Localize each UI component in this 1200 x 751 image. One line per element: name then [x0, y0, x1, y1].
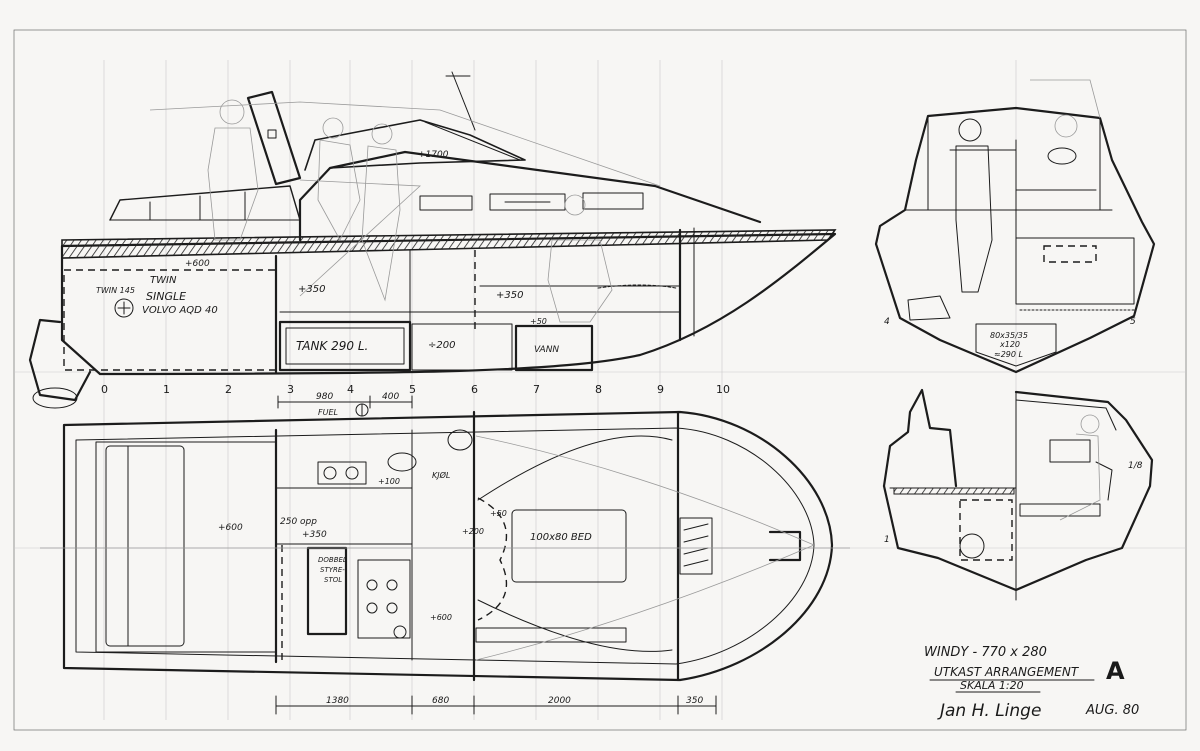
section-num-right: 5: [1130, 317, 1136, 327]
fridge-label: KJØL: [432, 470, 450, 480]
title-block: [929, 679, 1095, 693]
engine-label-single: SINGLE: [146, 290, 186, 303]
engine-model: VOLVO AQD 40: [142, 305, 218, 316]
deck-note: +600: [185, 259, 210, 269]
section-tank-line-1: 80x35/35: [990, 331, 1028, 340]
dim-bottom-1380: 1380: [326, 696, 349, 706]
dinette-label-3: STOL: [324, 576, 342, 584]
sheet-letter: A: [1106, 657, 1125, 685]
cabin-right-note: +350: [496, 290, 523, 301]
seat-note: +350: [302, 530, 327, 540]
station-8: 8: [595, 383, 602, 396]
twin-note: TWIN 145: [96, 286, 135, 295]
title-subtitle: UTKAST ARRANGEMENT: [934, 665, 1080, 679]
top-dimension-line: [277, 395, 413, 409]
dinette-label-2: STYRE-: [320, 566, 345, 574]
dim-bottom-350: 350: [686, 696, 703, 706]
dim-bottom-680: 680: [432, 696, 449, 706]
station-5: 5: [409, 383, 416, 396]
fuel-label: FUEL: [318, 408, 338, 417]
station-3: 3: [287, 383, 294, 396]
water-label: VANN: [534, 345, 559, 355]
berth-note: +50: [490, 509, 507, 518]
section-tank-line-3: ≈290 L: [994, 350, 1023, 359]
sole-drop-note: ÷200: [428, 340, 455, 351]
engine-label-twin: TWIN: [150, 275, 177, 286]
side-profile-view: [28, 71, 837, 409]
station-4: 4: [347, 383, 354, 396]
station-10: 10: [716, 383, 730, 396]
section-view-upper: [874, 79, 1156, 374]
bottom-dimension-line: [275, 695, 717, 715]
title-project: WINDY - 770 x 280: [924, 645, 1047, 660]
section-view-lower: [882, 388, 1154, 601]
section-tank-line-2: x120: [999, 340, 1020, 349]
section-num-lower-left: 1: [884, 535, 890, 545]
dinette-label-1: DOBBEL: [318, 556, 347, 564]
dim-bottom-2000: 2000: [548, 696, 571, 706]
station-numbers: 0 1 2 3 4 5 6 7 8 9 10: [101, 383, 730, 396]
galley-note: +100: [378, 477, 400, 486]
title-scale: SKALA 1:20: [960, 679, 1024, 692]
dim-top-980: 980: [316, 392, 333, 402]
station-1: 1: [163, 383, 170, 396]
station-6: 6: [471, 383, 478, 396]
step-note: +200: [462, 527, 484, 536]
station-2: 2: [225, 383, 232, 396]
tank-label: TANK 290 L.: [296, 339, 368, 353]
title-date: AUG. 80: [1085, 703, 1139, 718]
station-0: 0: [101, 383, 108, 396]
section-num-left: 4: [884, 317, 890, 327]
station-7: 7: [533, 383, 540, 396]
cabin-left-note: +350: [298, 284, 325, 295]
station-9: 9: [657, 383, 664, 396]
plan-view: [40, 403, 850, 682]
steps-note: 250 opp: [280, 517, 317, 527]
section-num-lower-right: 1/8: [1128, 461, 1143, 471]
cockpit-note: +600: [218, 523, 243, 533]
dim-top-400: 400: [382, 392, 399, 402]
wc-note: +600: [430, 613, 452, 622]
title-signature: Jan H. Linge: [937, 701, 1041, 721]
height-note: +1700: [418, 150, 449, 160]
sole-note: +50: [530, 317, 547, 326]
berth-label: 100x80 BED: [530, 532, 592, 543]
